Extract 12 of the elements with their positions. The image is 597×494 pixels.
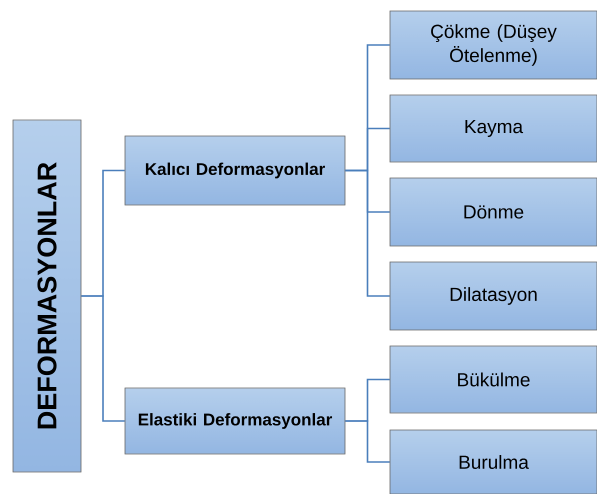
type-box: Çökme (Düşey Ötelenme) xyxy=(390,10,597,80)
type-box: Burulma xyxy=(390,430,597,494)
connector xyxy=(345,170,390,297)
category-box: Elastiki Deformasyonlar xyxy=(124,388,346,454)
type-box: Dönme xyxy=(390,178,597,246)
connector xyxy=(81,295,125,422)
root-box: DEFORMASYONLAR xyxy=(12,120,82,472)
connector xyxy=(345,420,390,463)
category-box: Kalıcı Deformasyonlar xyxy=(124,136,346,206)
type-box: Bükülme xyxy=(390,346,597,414)
type-box: Kayma xyxy=(390,94,597,162)
type-box: Dilatasyon xyxy=(390,262,597,330)
